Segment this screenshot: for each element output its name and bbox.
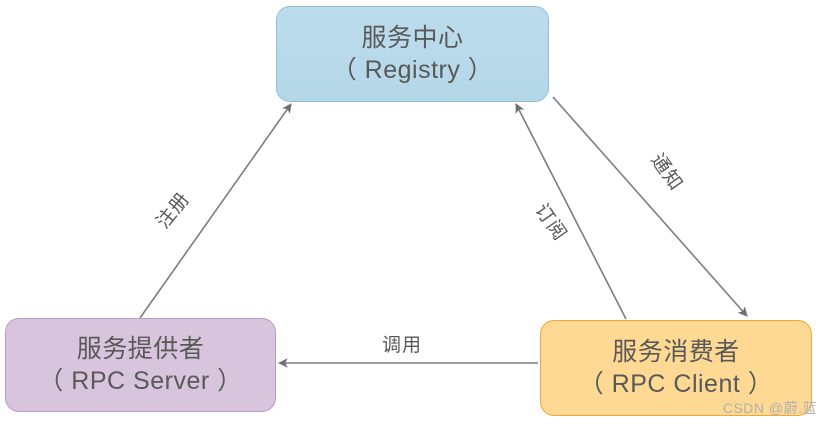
node-provider-subtitle: （ RPC Server ） bbox=[38, 366, 243, 395]
edge-notify-line bbox=[552, 96, 748, 317]
node-provider-title: 服务提供者 bbox=[76, 334, 205, 363]
node-consumer-title: 服务消费者 bbox=[612, 337, 740, 366]
node-registry[interactable]: 服务中心 （ Registry ） bbox=[276, 6, 549, 102]
watermark-text: CSDN @蔚.蓝 bbox=[722, 400, 817, 416]
edge-register-line bbox=[139, 103, 292, 319]
edge-subscribe-line bbox=[515, 103, 627, 320]
node-registry-title: 服务中心 bbox=[361, 23, 464, 52]
node-provider[interactable]: 服务提供者 （ RPC Server ） bbox=[5, 318, 276, 412]
edge-label-invoke: 调用 bbox=[382, 335, 423, 356]
node-consumer-subtitle: （ RPC Client ） bbox=[578, 369, 774, 398]
node-registry-subtitle: （ Registry ） bbox=[331, 55, 494, 84]
node-consumer[interactable]: 服务消费者 （ RPC Client ） bbox=[540, 320, 812, 416]
